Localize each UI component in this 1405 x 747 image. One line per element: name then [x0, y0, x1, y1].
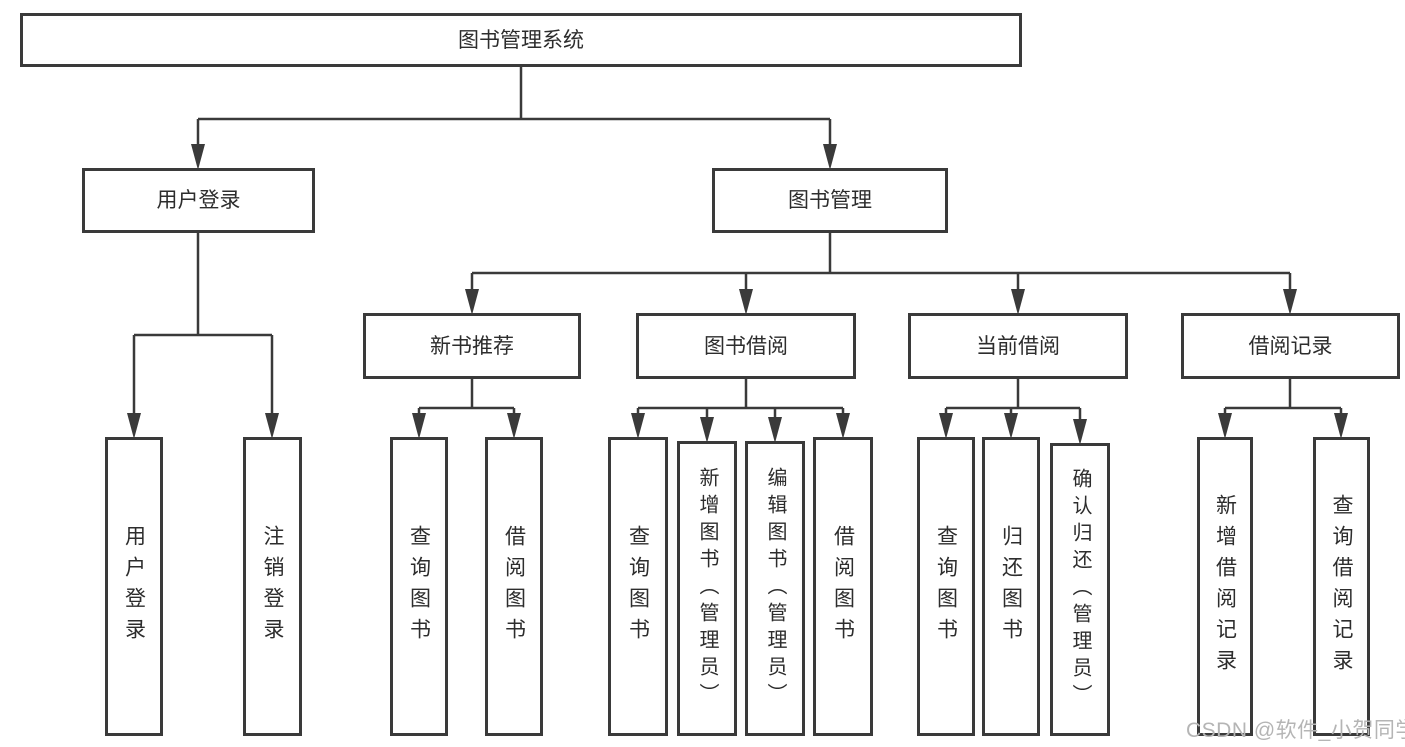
leaf-query-books-borrow: 查询图书 — [608, 437, 668, 736]
leaf-query-books-current: 查询图书 — [917, 437, 975, 736]
arrowhead — [507, 413, 521, 439]
leaf-logout: 注销登录 — [243, 437, 302, 736]
arrowhead — [127, 413, 141, 439]
connector-user-login-to-leaves — [132, 232, 274, 419]
leaf-confirm-return-admin: 确认归还（管理员） — [1050, 443, 1110, 736]
arrowhead — [1283, 289, 1297, 315]
node-book-management-branch: 图书管理 — [712, 168, 948, 233]
arrowhead — [412, 413, 426, 439]
connector-book-borrow-to-leaves — [636, 378, 845, 423]
arrowhead — [1218, 413, 1232, 439]
leaf-add-book-admin: 新增图书（管理员） — [677, 441, 737, 736]
arrowhead — [836, 413, 850, 439]
arrowhead — [700, 417, 714, 443]
arrowhead — [191, 144, 205, 170]
arrowhead — [823, 144, 837, 170]
arrowhead — [1073, 419, 1087, 445]
arrowhead — [631, 413, 645, 439]
csdn-watermark: CSDN @软件_小贺同学 — [1186, 719, 1405, 742]
leaf-edit-book-admin: 编辑图书（管理员） — [745, 441, 805, 736]
connector-book-management-to-groups — [470, 232, 1292, 295]
arrowhead — [1011, 289, 1025, 315]
connector-root-to-level1 — [196, 66, 832, 150]
leaf-query-borrow-record: 查询借阅记录 — [1313, 437, 1370, 736]
node-group-book-borrow: 图书借阅 — [636, 313, 856, 379]
node-group-new-book-recommend: 新书推荐 — [363, 313, 581, 379]
leaf-add-borrow-record: 新增借阅记录 — [1197, 437, 1253, 736]
node-group-current-borrow: 当前借阅 — [908, 313, 1128, 379]
arrowhead — [1004, 413, 1018, 439]
leaf-return-book: 归还图书 — [982, 437, 1040, 736]
node-group-borrow-records: 借阅记录 — [1181, 313, 1400, 379]
arrowhead — [739, 289, 753, 315]
arrowhead — [768, 417, 782, 443]
leaf-borrow-books-recommend: 借阅图书 — [485, 437, 543, 736]
root-node: 图书管理系统 — [20, 13, 1022, 67]
arrowhead — [939, 413, 953, 439]
leaf-borrow-books-borrow: 借阅图书 — [813, 437, 873, 736]
connector-new-book-recommend-to-leaves — [417, 378, 516, 419]
arrowhead — [265, 413, 279, 439]
leaf-user-login: 用户登录 — [105, 437, 163, 736]
node-user-login-branch: 用户登录 — [82, 168, 315, 233]
leaf-query-books-recommend: 查询图书 — [390, 437, 448, 736]
connector-borrow-records-to-leaves — [1223, 378, 1343, 419]
arrowhead — [1334, 413, 1348, 439]
arrowhead — [465, 289, 479, 315]
